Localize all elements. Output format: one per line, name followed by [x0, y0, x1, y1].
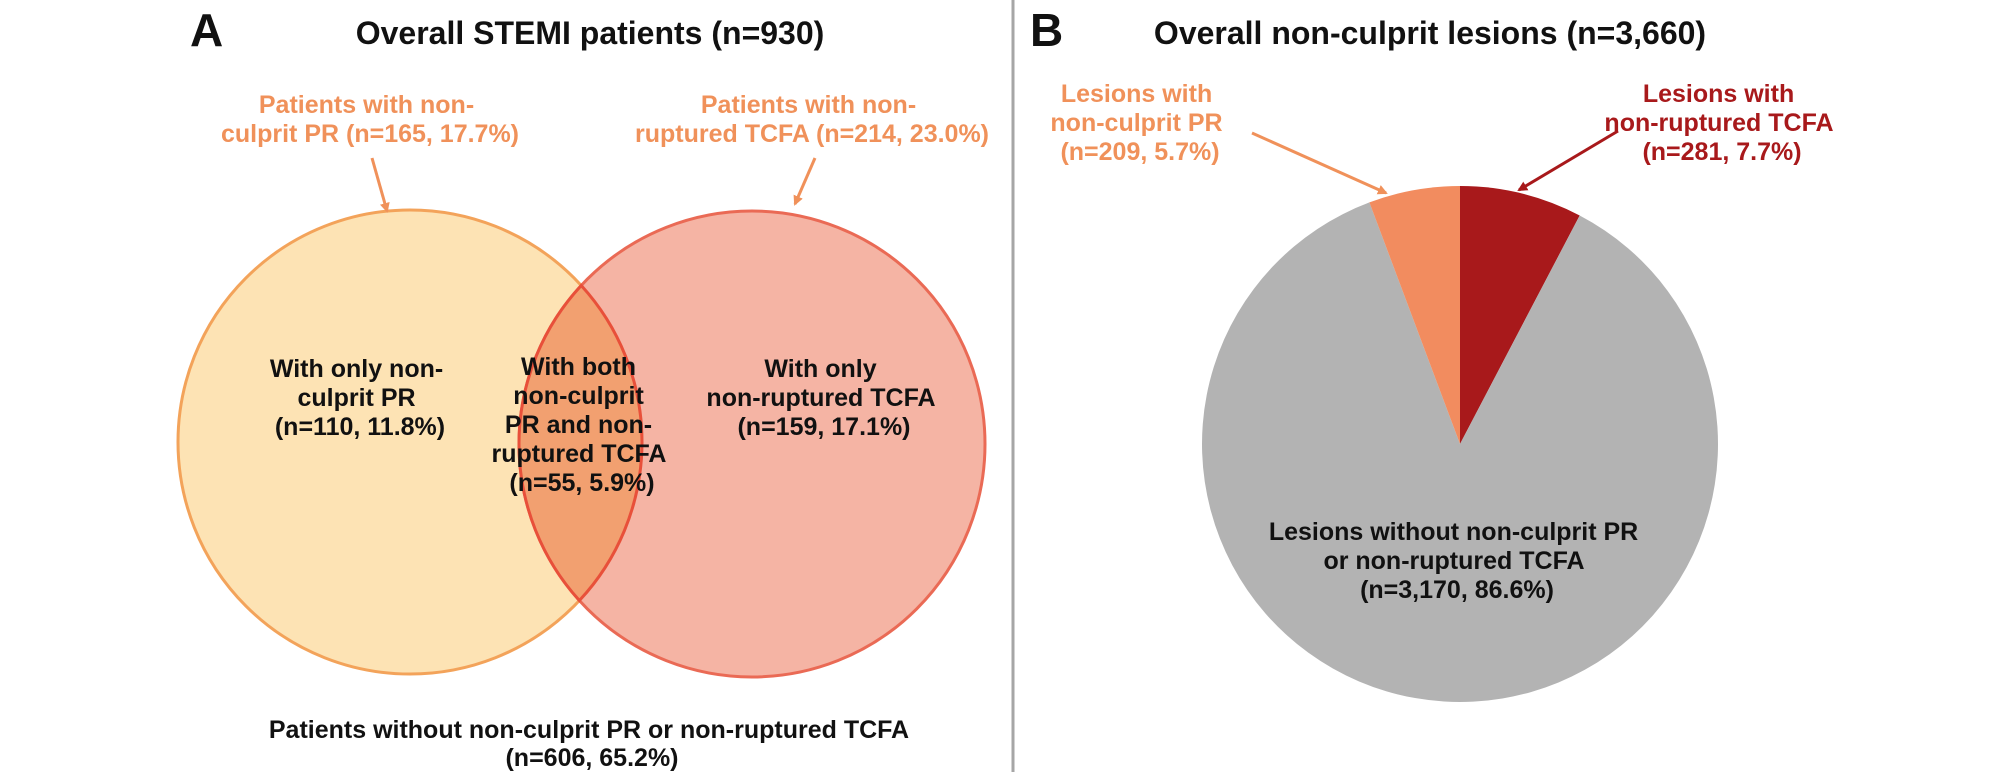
region-only-tcfa-line1: With only [764, 355, 876, 383]
region-both-line4: ruptured TCFA [491, 440, 666, 468]
region-both: With both non-culprit PR and non- ruptur… [491, 353, 672, 497]
region-without-line1: Patients without non-culprit PR or non-r… [269, 716, 909, 744]
label-patients-tcfa: Patients with non- ruptured TCFA (n=214,… [635, 91, 989, 148]
arrow-patients-tcfa [793, 157, 817, 206]
label-patients-tcfa-line2: ruptured TCFA (n=214, 23.0%) [635, 120, 989, 148]
region-only-tcfa-line3: (n=159, 17.1%) [737, 413, 910, 441]
region-only-tcfa: With only non-ruptured TCFA (n=159, 17.1… [706, 355, 941, 441]
region-without: Patients without non-culprit PR or non-r… [269, 716, 915, 772]
panel-a-letter: A [190, 4, 223, 56]
panel-b-letter: B [1030, 4, 1063, 56]
pie-slice-rest [1202, 202, 1718, 702]
panel-b: B Overall non-culprit lesions (n=3,660) … [1030, 4, 1839, 702]
arrow-lesions-pr [1251, 131, 1388, 195]
region-only-pr: With only non- culprit PR (n=110, 11.8%) [270, 355, 450, 441]
region-without-line2: (n=606, 65.2%) [505, 744, 678, 772]
label-lesions-tcfa-line3: (n=281, 7.7%) [1642, 138, 1801, 166]
region-only-pr-line1: With only non- [270, 355, 443, 383]
region-only-tcfa-line2: non-ruptured TCFA [706, 384, 935, 412]
label-lesions-pr: Lesions with non-culprit PR (n=209, 5.7%… [1050, 80, 1229, 166]
region-only-pr-line2: culprit PR [297, 384, 415, 412]
pie-slice-tcfa [1460, 186, 1580, 444]
region-both-line2: non-culprit [513, 382, 644, 410]
region-only-pr-line3: (n=110, 11.8%) [275, 413, 445, 441]
label-lesions-rest-line2: or non-ruptured TCFA [1323, 547, 1584, 575]
label-lesions-tcfa: Lesions with non-ruptured TCFA (n=281, 7… [1604, 80, 1839, 166]
label-patients-tcfa-line1: Patients with non- [701, 91, 916, 119]
region-both-line5: (n=55, 5.9%) [509, 469, 654, 497]
arrow-patients-pr [370, 157, 390, 213]
label-lesions-tcfa-line2: non-ruptured TCFA [1604, 109, 1833, 137]
label-lesions-pr-line1: Lesions with [1061, 80, 1212, 108]
region-both-line1: With both [521, 353, 636, 381]
region-both-line3: PR and non- [505, 411, 652, 439]
label-lesions-rest-line1: Lesions without non-culprit PR [1269, 518, 1638, 546]
pie-slice-pr [1369, 186, 1460, 444]
label-lesions-rest-line3: (n=3,170, 86.6%) [1360, 576, 1554, 604]
label-lesions-pr-line3: (n=209, 5.7%) [1060, 138, 1219, 166]
label-lesions-pr-line2: non-culprit PR [1050, 109, 1222, 137]
label-patients-pr: Patients with non- culprit PR (n=165, 17… [221, 91, 519, 148]
panel-a-title: Overall STEMI patients (n=930) [356, 15, 825, 51]
venn-overlap [517, 283, 644, 603]
label-patients-pr-line1: Patients with non- [259, 91, 474, 119]
arrow-lesions-tcfa [1517, 129, 1619, 192]
panel-a: A Overall STEMI patients (n=930) Patient… [176, 4, 989, 772]
label-patients-pr-line2: culprit PR (n=165, 17.7%) [221, 120, 519, 148]
panel-b-title: Overall non-culprit lesions (n=3,660) [1154, 15, 1706, 51]
label-lesions-rest: Lesions without non-culprit PR or non-ru… [1269, 518, 1645, 604]
label-lesions-tcfa-line1: Lesions with [1643, 80, 1794, 108]
